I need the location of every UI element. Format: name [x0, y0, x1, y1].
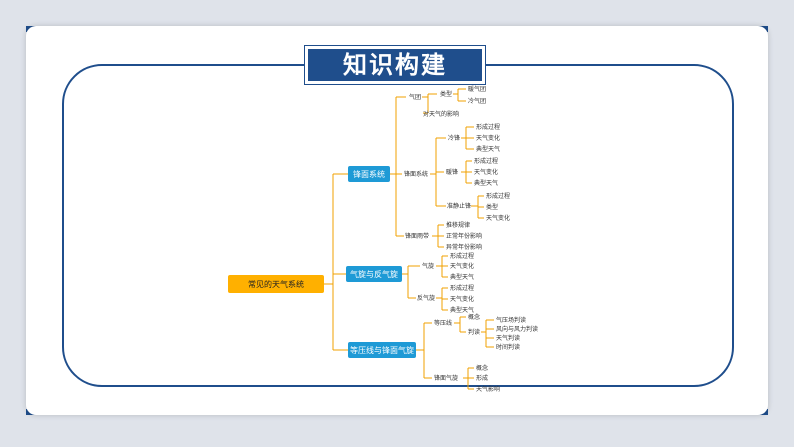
stationary-front-item: 类型 — [486, 203, 498, 211]
node-warm-front: 暖锋 — [446, 168, 458, 176]
cyclone-item: 形成过程 — [450, 252, 474, 260]
root-node — [228, 275, 324, 293]
reading-item: 风向与风力判读 — [496, 325, 538, 333]
branch-node-isobars — [348, 342, 416, 358]
node-anticyclone: 反气旋 — [417, 294, 435, 302]
branch-node-cyclones — [346, 266, 402, 282]
rain-belt-item: 异常年份影响 — [446, 243, 482, 251]
branch-label-isobars: 等压线与锋面气旋 — [350, 345, 414, 355]
node-rain-belt: 锋面雨带 — [405, 232, 429, 240]
anticyclone-item: 天气变化 — [450, 295, 474, 303]
frontal-cyclone-item: 天气影响 — [476, 385, 500, 393]
frontal-cyclone-item: 概念 — [476, 364, 488, 372]
node-weather-effect: 对天气的影响 — [423, 110, 459, 118]
rain-belt-item: 推移规律 — [446, 221, 470, 229]
frontal-cyclone-item: 形成 — [476, 374, 488, 382]
node-stationary-front: 准静止锋 — [447, 202, 471, 210]
node-concept: 概念 — [468, 313, 480, 321]
slide-title: 知识构建 — [305, 46, 485, 84]
node-isobar: 等压线 — [434, 319, 452, 327]
node-reading: 判读 — [468, 328, 480, 336]
reading-item: 气压场判读 — [496, 316, 526, 324]
cyclone-item: 典型天气 — [450, 273, 474, 281]
node-cold-mass: 冷气团 — [468, 97, 486, 105]
cold-front-item: 天气变化 — [476, 134, 500, 142]
anticyclone-item: 形成过程 — [450, 284, 474, 292]
cold-front-item: 典型天气 — [476, 145, 500, 153]
reading-item: 时间判读 — [496, 343, 520, 351]
connectors — [324, 88, 494, 390]
cyclone-item: 天气变化 — [450, 262, 474, 270]
node-warm-mass: 暖气团 — [468, 85, 486, 93]
node-frontal-cyclone: 锋面气旋 — [434, 374, 458, 382]
node-air-mass: 气团 — [409, 93, 421, 101]
root-node-label: 常见的天气系统 — [248, 279, 304, 289]
warm-front-item: 天气变化 — [474, 168, 498, 176]
reading-item: 天气判读 — [496, 334, 520, 342]
branch-label-fronts: 锋面系统 — [353, 169, 385, 179]
stationary-front-item: 形成过程 — [486, 192, 510, 200]
branch-node-fronts — [348, 166, 390, 182]
cold-front-item: 形成过程 — [476, 123, 500, 131]
warm-front-item: 典型天气 — [474, 179, 498, 187]
warm-front-item: 形成过程 — [474, 157, 498, 165]
node-cold-front: 冷锋 — [448, 134, 460, 142]
rain-belt-item: 正常年份影响 — [446, 232, 482, 240]
stationary-front-item: 天气变化 — [486, 214, 510, 222]
branch-label-cyclones: 气旋与反气旋 — [350, 269, 398, 279]
node-front-system: 锋面系统 — [404, 170, 428, 178]
node-types: 类型 — [440, 90, 452, 98]
node-cyclone: 气旋 — [422, 262, 434, 270]
anticyclone-item: 典型天气 — [450, 306, 474, 314]
